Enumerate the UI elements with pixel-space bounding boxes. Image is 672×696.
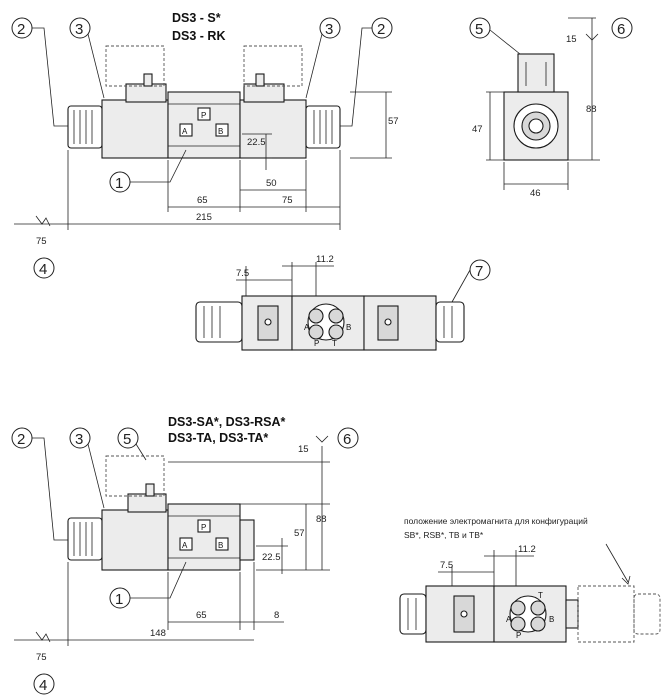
dim-top-75b: 75 xyxy=(36,236,47,247)
left-connector-ghost xyxy=(105,45,165,87)
side-view: 15 88 47 46 5 6 xyxy=(469,17,633,199)
port-a-marker xyxy=(179,123,193,137)
plan-right-solenoid xyxy=(363,295,437,351)
plan-port-a: A xyxy=(304,323,310,332)
callout-4-bottom xyxy=(33,673,55,695)
dim-top-22-5: 22.5 xyxy=(247,137,266,148)
bottom-connector-ghost xyxy=(105,455,165,497)
svg-text:6: 6 xyxy=(343,431,351,448)
callout-3-bottom xyxy=(69,427,91,449)
plan-right-knob xyxy=(435,301,465,343)
dim-plan2-7-5: 7.5 xyxy=(440,560,453,571)
title-bottom-line1: DS3-SA*, DS3-RSA* xyxy=(168,415,286,429)
dim-bottom-15: 15 xyxy=(298,444,309,455)
right-connector-ghost xyxy=(243,45,303,87)
title-top-line2: DS3 - RK xyxy=(172,29,225,43)
plan2-port-a: A xyxy=(506,615,512,624)
plan-port-t: T xyxy=(332,339,337,348)
right-solenoid xyxy=(239,99,307,159)
dim-top-75a: 75 xyxy=(282,195,293,206)
plan-port-p: P xyxy=(314,339,319,348)
dim-bottom-57: 57 xyxy=(294,528,305,539)
callout-4-top xyxy=(33,257,55,279)
svg-text:3: 3 xyxy=(325,21,333,38)
dim-side-46: 46 xyxy=(530,188,541,199)
svg-text:6: 6 xyxy=(617,21,625,38)
svg-text:2: 2 xyxy=(17,431,25,448)
left-connector-base xyxy=(125,83,167,103)
bottom-port-b: B xyxy=(218,541,223,550)
svg-text:2: 2 xyxy=(17,21,25,38)
plan2-port-t: T xyxy=(538,591,543,600)
right-connector-base xyxy=(243,83,285,103)
dim-bottom-8: 8 xyxy=(274,610,279,621)
callout-3-right xyxy=(319,17,341,39)
bottom-port-p: P xyxy=(201,523,206,532)
bottom-port-a: A xyxy=(182,541,188,550)
svg-text:4: 4 xyxy=(39,677,47,694)
port-label-a: A xyxy=(182,127,188,136)
dim-bottom-148: 148 xyxy=(150,628,166,639)
svg-text:3: 3 xyxy=(75,21,83,38)
dim-top-65: 65 xyxy=(197,195,208,206)
svg-text:5: 5 xyxy=(123,431,131,448)
plan2-port-b: B xyxy=(549,615,554,624)
dim-bottom-65: 65 xyxy=(196,610,207,621)
right-manual-knob xyxy=(305,105,341,149)
bottom-manual-knob xyxy=(67,517,103,561)
callout-3-left xyxy=(69,17,91,39)
plan2-ghost-solenoid xyxy=(577,585,635,643)
dim-side-88: 88 xyxy=(586,104,597,115)
left-solenoid xyxy=(101,99,169,159)
svg-text:3: 3 xyxy=(75,431,83,448)
note-line2: SB*, RSB*, TB и TB* xyxy=(404,530,484,540)
dim-bottom-22-5: 22.5 xyxy=(262,552,281,563)
plan-view-double: A B P T 7.5 11.2 7 xyxy=(195,254,491,351)
port-label-b: B xyxy=(218,127,223,136)
plan-left-knob xyxy=(195,301,243,343)
callout-6-side xyxy=(611,17,633,39)
svg-text:1: 1 xyxy=(115,175,123,192)
valve-body xyxy=(167,91,241,159)
title-top-line1: DS3 - S* xyxy=(172,11,221,25)
dim-top-57: 57 xyxy=(388,116,399,127)
svg-text:4: 4 xyxy=(39,261,47,278)
plan2-ghost-knob xyxy=(633,593,661,635)
bottom-valve-body xyxy=(167,503,241,571)
dim-side-15: 15 xyxy=(566,34,577,45)
bottom-end-cap xyxy=(239,519,255,561)
note-line1: положение электромагнита для конфигураци… xyxy=(404,516,588,526)
dim-bottom-88: 88 xyxy=(316,514,327,525)
port-p-marker xyxy=(197,107,211,121)
port-label-p: P xyxy=(201,111,206,120)
callout-5-side xyxy=(469,17,491,39)
plan2-port-p: P xyxy=(516,631,521,640)
svg-text:1: 1 xyxy=(115,591,123,608)
title-bottom-line2: DS3-TA, DS3-TA* xyxy=(168,431,268,445)
plan2-left-knob xyxy=(399,593,427,635)
port-b-marker xyxy=(215,123,229,137)
dim-bottom-75: 75 xyxy=(36,652,47,663)
callout-5-bottom xyxy=(117,427,139,449)
callout-6-bottom xyxy=(337,427,359,449)
dim-plan2-11-2: 11.2 xyxy=(518,544,536,555)
bottom-solenoid xyxy=(101,509,169,571)
dim-top-50: 50 xyxy=(266,178,277,189)
plan-port-b: B xyxy=(346,323,351,332)
top-front-view: DS3 - S* DS3 - RK P A B 57 2 2 xyxy=(11,11,399,279)
svg-text:2: 2 xyxy=(377,21,385,38)
side-connector xyxy=(517,53,555,93)
plan-view-single: положение электромагнита для конфигураци… xyxy=(399,516,661,643)
dim-plan-11-2: 11.2 xyxy=(316,254,334,265)
bottom-connector-base xyxy=(127,493,167,513)
bottom-front-view: DS3-SA*, DS3-RSA* DS3-TA, DS3-TA* P A B … xyxy=(11,415,359,695)
left-manual-knob xyxy=(67,105,103,149)
dim-top-215: 215 xyxy=(196,212,212,223)
svg-text:5: 5 xyxy=(475,21,483,38)
dim-plan-7-5: 7.5 xyxy=(236,268,249,279)
svg-text:7: 7 xyxy=(475,263,483,280)
dim-side-47: 47 xyxy=(472,124,483,135)
